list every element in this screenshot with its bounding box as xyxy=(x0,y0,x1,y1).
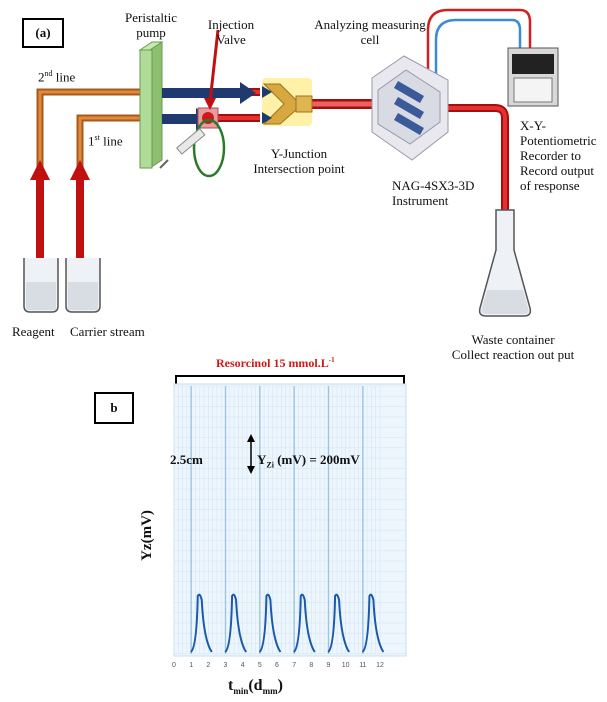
x-tick-label: 7 xyxy=(292,662,296,669)
peristaltic-pump xyxy=(138,41,164,169)
chart-brace xyxy=(175,375,405,384)
y-axis-label: Yz(mV) xyxy=(138,510,155,561)
reagent-beaker-icon xyxy=(23,258,59,313)
x-tick-label: 5 xyxy=(258,662,262,669)
x-tick-label: 3 xyxy=(224,662,228,669)
peak-line xyxy=(258,593,282,653)
x-tick-label: 6 xyxy=(275,662,279,669)
recorder-wire-blue xyxy=(434,18,522,92)
peak-line xyxy=(189,593,213,653)
x-tick-label: 12 xyxy=(376,662,384,669)
x-tick-label: 0 xyxy=(172,662,176,669)
carrier-label: Carrier stream xyxy=(70,324,145,339)
recorder-wire-red xyxy=(426,8,532,90)
carrier-beaker-icon xyxy=(65,258,101,313)
measuring-cell-icon xyxy=(371,55,449,161)
scale-arrow-down-icon xyxy=(247,466,255,474)
second-line-label: 2nd line xyxy=(38,69,76,85)
waste-flask-icon xyxy=(478,209,532,317)
x-tick-label: 8 xyxy=(309,662,313,669)
peak-line xyxy=(224,593,247,653)
x-tick-label: 1 xyxy=(189,662,193,669)
x-axis-label: tmin(dmm) xyxy=(228,677,283,697)
recorder-label: X-Y- Potentiometric Recorder to Record o… xyxy=(520,118,597,193)
peak-line xyxy=(292,593,316,653)
recorder-icon xyxy=(507,47,559,107)
peak-line xyxy=(327,593,350,653)
carrier-arrow-icon xyxy=(70,160,90,180)
x-tick-label: 9 xyxy=(327,662,331,669)
x-tick-label: 10 xyxy=(342,662,350,669)
scale-left-label: 2.5cm xyxy=(170,452,203,467)
reagent-arrow-icon xyxy=(30,160,50,180)
x-tick-label: 4 xyxy=(241,662,245,669)
first-line-label: 1st line xyxy=(88,133,123,149)
scale-arrow-up-icon xyxy=(247,434,255,442)
chart-title: Resorcinol 15 mmol.L-1 xyxy=(216,356,335,370)
navy-arrow-top xyxy=(162,82,256,104)
y-junction-icon xyxy=(262,78,313,126)
peak-line xyxy=(361,593,385,653)
panel-a-tag: (a) xyxy=(22,18,64,48)
scale-value-label: YZi (mV) = 200mV xyxy=(257,452,360,470)
x-tick-label: 2 xyxy=(206,662,210,669)
panel-b-tag: b xyxy=(94,392,134,424)
syringe-icon xyxy=(159,127,206,169)
x-tick-label: 11 xyxy=(359,662,366,669)
reagent-label: Reagent xyxy=(12,324,55,339)
valve-pointer-icon xyxy=(204,98,216,110)
sample-loop-icon xyxy=(192,118,226,178)
